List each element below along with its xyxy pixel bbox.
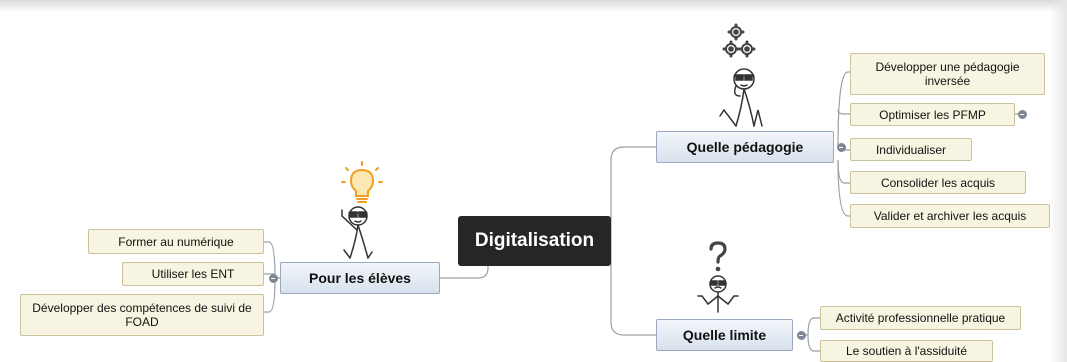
subtopic-consolider-acquis[interactable]: Consolider les acquis [850,171,1026,194]
collapse-toggle-limite[interactable] [797,331,806,340]
shrug-figure-icon [697,275,739,313]
subtopic-valider-archiver[interactable]: Valider et archiver les acquis [850,204,1050,228]
top-shade [0,0,1067,12]
thinking-figure-icon [719,68,763,127]
subtopic-individualiser[interactable]: Individualiser [850,138,972,161]
topic-quelle-limite[interactable]: Quelle limite [656,319,793,351]
side-shade [1049,0,1067,362]
subtopic-activite-professionnelle[interactable]: Activité professionnelle pratique [820,306,1021,330]
topic-pour-les-eleves[interactable]: Pour les élèves [280,262,440,294]
subtopic-former-numerique[interactable]: Former au numérique [88,229,264,254]
expand-toggle-pfmp[interactable] [1018,110,1027,119]
collapse-toggle-pedagogie[interactable] [837,143,846,152]
subtopic-utiliser-ent[interactable]: Utiliser les ENT [122,262,264,286]
central-topic[interactable]: Digitalisation [458,216,611,266]
collapse-toggle-eleves[interactable] [269,274,278,283]
topic-quelle-pedagogie[interactable]: Quelle pédagogie [656,131,834,163]
subtopic-soutien-assiduite[interactable]: Le soutien à l'assiduité [820,340,993,362]
subtopic-pedagogie-inversee[interactable]: Développer une pédagogie inversée [850,53,1045,95]
subtopic-competences-foad[interactable]: Développer des compétences de suivi de F… [20,294,264,336]
question-mark-icon [709,241,727,272]
lightbulb-icon [341,161,383,203]
subtopic-optimiser-pfmp[interactable]: Optimiser les PFMP [850,103,1015,126]
idea-figure-icon [341,206,373,259]
gears-icon [722,23,756,58]
